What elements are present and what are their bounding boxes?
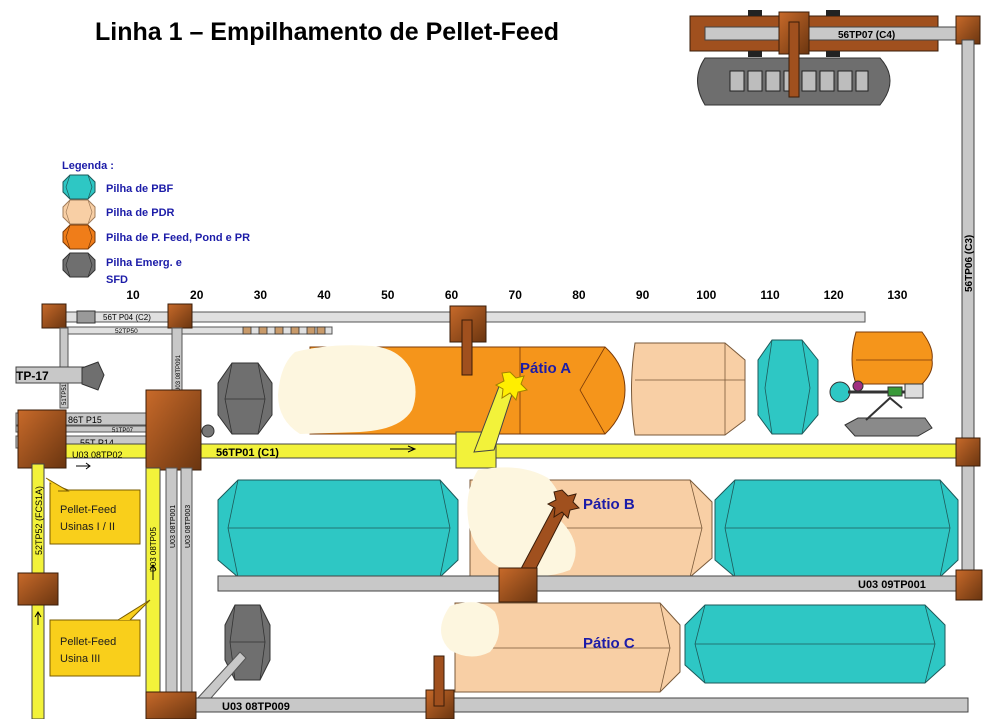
transfer-tower-left — [17, 409, 67, 469]
legend-label-pfeed: Pilha de P. Feed, Pond e PR — [106, 232, 250, 244]
svg-text:Usinas I / II: Usinas I / II — [60, 521, 115, 533]
pile-emerg-a — [217, 362, 273, 435]
legend: Legenda : Pilha de PBF Pilha de PDR Pilh… — [62, 160, 250, 286]
ship-holds — [729, 70, 869, 92]
pile-pbf-a — [757, 339, 819, 435]
pile-pbf-b-left — [217, 479, 459, 578]
scale-tick-90: 90 — [636, 288, 650, 302]
transfer-tp009-left — [145, 691, 197, 719]
svg-text:Usina III: Usina III — [60, 653, 100, 665]
label-tp15: 86T P15 — [68, 415, 102, 425]
conveyor-c4 — [704, 26, 966, 41]
label-tp51: 51TP51 — [62, 383, 68, 405]
transfer-c3-tp001 — [955, 569, 983, 601]
label-tp50: 52TP50 — [115, 328, 138, 335]
legend-heading: Legenda : — [62, 160, 114, 172]
label-tp08b: U03 08TP003 — [185, 505, 192, 548]
legend-item-pfeed: Pilha de P. Feed, Pond e PR — [62, 224, 250, 250]
reclaimed-area-c — [441, 602, 499, 657]
label-patio-a: Pátio A — [520, 360, 571, 377]
label-tp05: U03 08TP05 — [149, 527, 158, 572]
reclaimer-b-base — [498, 567, 538, 603]
callout-usinas-12: Pellet-Feed Usinas I / II — [45, 477, 141, 545]
label-patio-b: Pátio B — [583, 496, 635, 513]
discharge-star-a — [494, 371, 528, 402]
label-patio-c: Pátio C — [583, 635, 635, 652]
transfer-tp04-mid — [167, 303, 193, 329]
conveyor-tp05 — [145, 467, 161, 699]
scale-tick-80: 80 — [572, 288, 586, 302]
scale-tick-40: 40 — [317, 288, 331, 302]
conveyor-c3 — [961, 39, 975, 601]
legend-item-pdr: Pilha de PDR — [62, 199, 175, 225]
transfer-c1-c3 — [955, 437, 981, 467]
legend-label-emerg-2: SFD — [106, 274, 128, 286]
reclaimed-area-a — [278, 345, 416, 434]
label-tp52: 52TP52 (FCS1A) — [34, 486, 44, 555]
scale-tick-30: 30 — [254, 288, 268, 302]
scale-tick-50: 50 — [381, 288, 395, 302]
label-tp17: TP-17 — [16, 369, 49, 383]
pile-pdr-a — [631, 342, 746, 436]
reclaimer-a — [829, 380, 933, 437]
scale-tick-130: 130 — [887, 288, 907, 302]
position-scale: 10 20 30 40 50 60 70 80 90 100 110 120 130 — [126, 288, 907, 302]
transfer-tp04-left — [41, 303, 67, 329]
scale-tick-60: 60 — [445, 288, 459, 302]
legend-label-pbf: Pilha de PBF — [106, 183, 174, 195]
label-c2: 56T P04 (C2) — [103, 313, 151, 322]
conveyor-tp08a — [165, 467, 178, 699]
label-tp14: 55T P14 — [80, 438, 114, 448]
scale-tick-100: 100 — [696, 288, 716, 302]
legend-item-emerg: Pilha Emerg. e SFD — [62, 252, 182, 286]
ship-loader-area: 56TP07 (C4) — [689, 10, 981, 106]
label-c1: 56TP01 (C1) — [216, 447, 279, 459]
page-title: Linha 1 – Empilhamento de Pellet-Feed — [95, 18, 559, 46]
label-tp08a: U03 08TP001 — [170, 505, 177, 548]
scale-tick-110: 110 — [760, 288, 780, 302]
label-tp02: U03 08TP02 — [72, 450, 123, 460]
legend-label-emerg: Pilha Emerg. e — [106, 257, 182, 269]
legend-label-pdr: Pilha de PDR — [106, 207, 175, 219]
label-c3: 56TP06 (C3) — [964, 235, 975, 292]
transfer-tp52 — [17, 572, 59, 606]
label-tp91: U03 08TP091 — [176, 354, 182, 392]
callout-usina-3: Pellet-Feed Usina III — [49, 599, 151, 677]
label-tp009: U03 08TP009 — [222, 701, 290, 713]
scale-tick-70: 70 — [509, 288, 523, 302]
label-c4: 56TP07 (C4) — [838, 30, 895, 41]
transfer-c4-c3 — [955, 15, 981, 45]
scale-tick-120: 120 — [824, 288, 844, 302]
svg-text:Pellet-Feed: Pellet-Feed — [60, 636, 116, 648]
legend-item-pbf: Pilha de PBF — [62, 174, 174, 200]
scale-tick-10: 10 — [126, 288, 140, 302]
label-tp07s: 51TP07 — [112, 428, 134, 434]
label-tp001: U03 09TP001 — [858, 579, 926, 591]
reclaimed-area-b — [467, 467, 576, 576]
scale-tick-20: 20 — [190, 288, 204, 302]
svg-text:Pellet-Feed: Pellet-Feed — [60, 504, 116, 516]
bucketwheel-b — [546, 489, 580, 519]
pile-pfeed-a-small — [851, 331, 933, 385]
transfer-tower-mid — [145, 389, 202, 471]
pile-pbf-b-right — [714, 479, 959, 578]
conveyor-tp001 — [217, 575, 964, 592]
conveyor-tp08b — [180, 467, 193, 699]
